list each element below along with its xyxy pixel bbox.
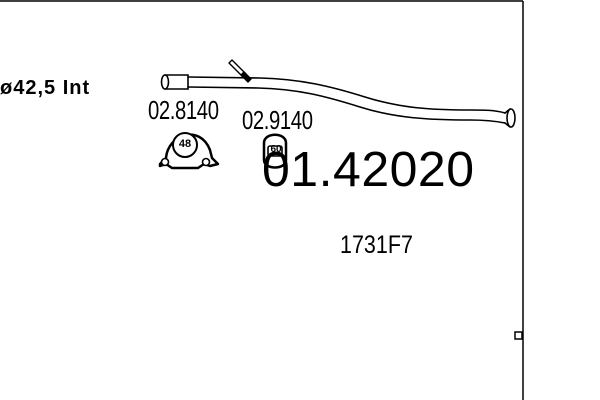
diameter-label: ø42,5 Int: [0, 77, 91, 99]
exhaust-pipe: [160, 74, 516, 128]
clamp-02-8140-icon: [158, 132, 220, 170]
oe-number: 1731F7: [340, 231, 413, 259]
hanger-02-9140-icon: [262, 133, 288, 169]
sensor-stud: [228, 59, 252, 83]
clamp-size-label: 48: [178, 138, 192, 150]
part-number: 01.42020: [262, 143, 475, 197]
accessory-ref-1: 02.8140: [148, 95, 219, 125]
frame-marker: [514, 331, 523, 340]
drawing-frame: [0, 0, 524, 400]
hanger-size-label: 60: [270, 144, 282, 155]
accessory-ref-2: 02.9140: [242, 105, 313, 135]
